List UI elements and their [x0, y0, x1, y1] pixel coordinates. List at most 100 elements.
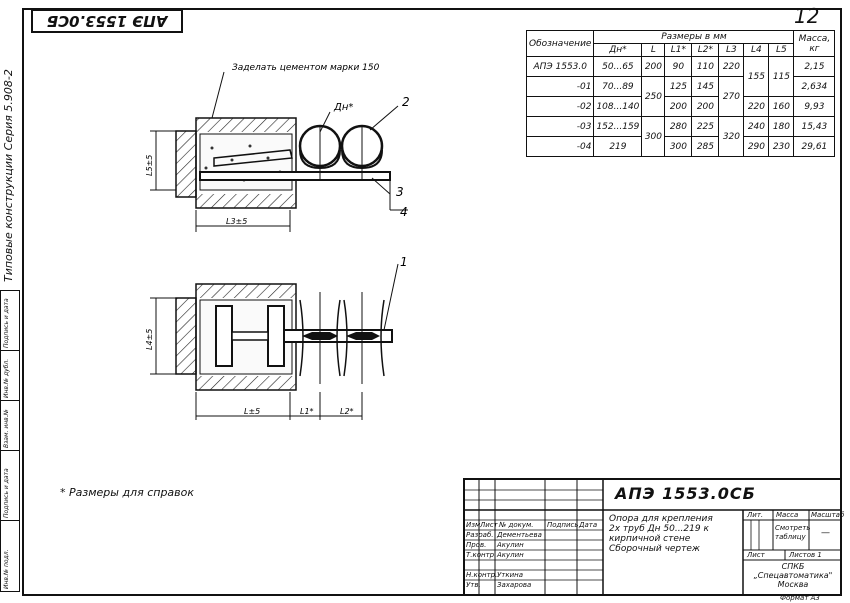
tb-role: Н.контр. — [466, 571, 498, 579]
tb-person: Уткина — [497, 571, 523, 579]
cell: 219 — [593, 136, 643, 157]
tb-mass-value: Смотреть таблицу — [775, 524, 811, 541]
cell: 270 — [718, 76, 745, 117]
dim-l5: L5±5 — [145, 155, 154, 176]
dim-l: L±5 — [244, 407, 260, 416]
cell: 152...159 — [593, 116, 643, 137]
cell: 220 — [743, 96, 770, 117]
cell: АПЭ 1553.0 — [525, 56, 595, 77]
callout-2: 2 — [402, 95, 410, 109]
tb-header: Изм — [466, 521, 481, 529]
callout-1: 1 — [400, 255, 408, 269]
table-row: -02 108...140 200 200 220 160 9,93 — [525, 96, 836, 117]
callout-3: 3 — [396, 185, 404, 199]
tb-scale-value: — — [821, 528, 830, 538]
tb-mass-label: Масса — [776, 511, 799, 519]
cell: 9,93 — [793, 96, 836, 117]
dimensions-table: Обозначение Размеры в мм Масса, кг Дн* L… — [525, 30, 836, 157]
table-row: -01 70...89 250 125 145 270 2,634 — [525, 76, 836, 117]
cell: 90 — [664, 56, 693, 77]
cell: 50...65 — [593, 56, 643, 77]
cell: 250 — [641, 76, 666, 117]
cell: 2,634 — [793, 76, 836, 97]
tb-sheets-label: Листов 1 — [789, 551, 822, 559]
table-row: -04 219 300 285 290 230 29,61 — [525, 136, 836, 157]
cell: 225 — [691, 116, 720, 137]
side-strip-cell: Подпись и дата — [1, 291, 19, 351]
cell: 240 — [743, 116, 770, 137]
cell: 125 — [664, 76, 693, 97]
cell: -03 — [525, 116, 595, 137]
page-number: 12 — [794, 4, 820, 28]
col-header-l1: L1* — [664, 43, 693, 57]
section-view — [150, 71, 408, 232]
tb-scale-label: Масштаб — [811, 511, 845, 519]
cell: 300 — [664, 136, 693, 157]
col-header-dimensions: Размеры в мм — [593, 30, 795, 44]
cell: 200 — [664, 96, 693, 117]
title-code: АПЭ 1553.0СБ — [615, 484, 756, 503]
side-strip-cell: Взам. инв.№ — [1, 401, 19, 451]
tb-organization: СПКБ „Спецавтоматика" Москва — [753, 562, 833, 589]
pipe-diameter-label: Дн* — [333, 102, 353, 113]
col-header-l5: L5 — [768, 43, 795, 57]
cell: 145 — [691, 76, 720, 97]
side-strip-cell: Инв.№ дубл. — [1, 351, 19, 401]
tb-header: Подпись — [547, 521, 579, 529]
tb-header: Дата — [579, 521, 598, 529]
dim-l1: L1* — [300, 407, 314, 416]
format-label: Формат А3 — [780, 594, 820, 602]
col-header-l4: L4 — [743, 43, 770, 57]
cell: 2,15 — [793, 56, 836, 77]
dim-l2: L2* — [340, 407, 354, 416]
cell: 300 — [641, 116, 666, 157]
drawing-frame — [22, 8, 842, 596]
cell: 320 — [718, 116, 745, 157]
tb-role: Т.контр. — [466, 551, 497, 559]
dim-l4: L4±5 — [145, 329, 154, 350]
dim-l3: L3±5 — [226, 217, 247, 226]
cell: 220 — [718, 56, 745, 77]
tb-lit-label: Лит. — [747, 511, 764, 519]
cell: 200 — [641, 56, 666, 77]
cell: 280 — [664, 116, 693, 137]
cell: 115 — [768, 56, 795, 97]
cell: 110 — [691, 56, 720, 77]
tb-header: Лист — [480, 521, 498, 529]
cell: 180 — [768, 116, 795, 137]
table-row: АПЭ 1553.0 50...65 200 90 110 220 155 11… — [525, 56, 836, 97]
callout-4: 4 — [400, 205, 408, 219]
col-header-l2: L2* — [691, 43, 720, 57]
tb-role: Разраб. — [466, 531, 494, 539]
cell: 70...89 — [593, 76, 643, 97]
table-row: -03 152...159 300 280 225 320 240 180 15… — [525, 116, 836, 157]
col-header-mass: Масса, кг — [793, 30, 836, 57]
col-header-designation: Обозначение — [525, 30, 595, 57]
cell: -04 — [525, 136, 595, 157]
cell: 160 — [768, 96, 795, 117]
cell: -01 — [525, 76, 595, 97]
col-header-l3: L3 — [718, 43, 745, 57]
title-name: Опора для крепления 2х труб Дн 50...219 … — [609, 514, 713, 554]
cement-note: Заделать цементом марки 150 — [232, 63, 380, 73]
col-header-l: L — [641, 43, 666, 57]
tb-person: Захарова — [497, 581, 532, 589]
tb-person: Акулин — [497, 551, 524, 559]
tb-role: Пров. — [466, 541, 487, 549]
col-header-dn: Дн* — [593, 43, 643, 57]
cell: 230 — [768, 136, 795, 157]
tb-sheet-label: Лист — [747, 551, 765, 559]
title-block: АПЭ 1553.0СБ Опора для крепления 2х труб… — [463, 478, 845, 596]
cell: 285 — [691, 136, 720, 157]
tb-header: № докум. — [499, 521, 534, 529]
side-strip-cell: Подпись и дата — [1, 451, 19, 521]
side-strip: Подпись и дата Инв.№ дубл. Взам. инв.№ П… — [0, 290, 20, 592]
cell: 155 — [743, 56, 770, 97]
cell: 200 — [691, 96, 720, 117]
plan-view — [150, 263, 399, 420]
cell: 108...140 — [593, 96, 643, 117]
tb-person: Дементьева — [497, 531, 542, 539]
wall-hatch — [175, 130, 197, 198]
tb-person: Акулин — [497, 541, 524, 549]
